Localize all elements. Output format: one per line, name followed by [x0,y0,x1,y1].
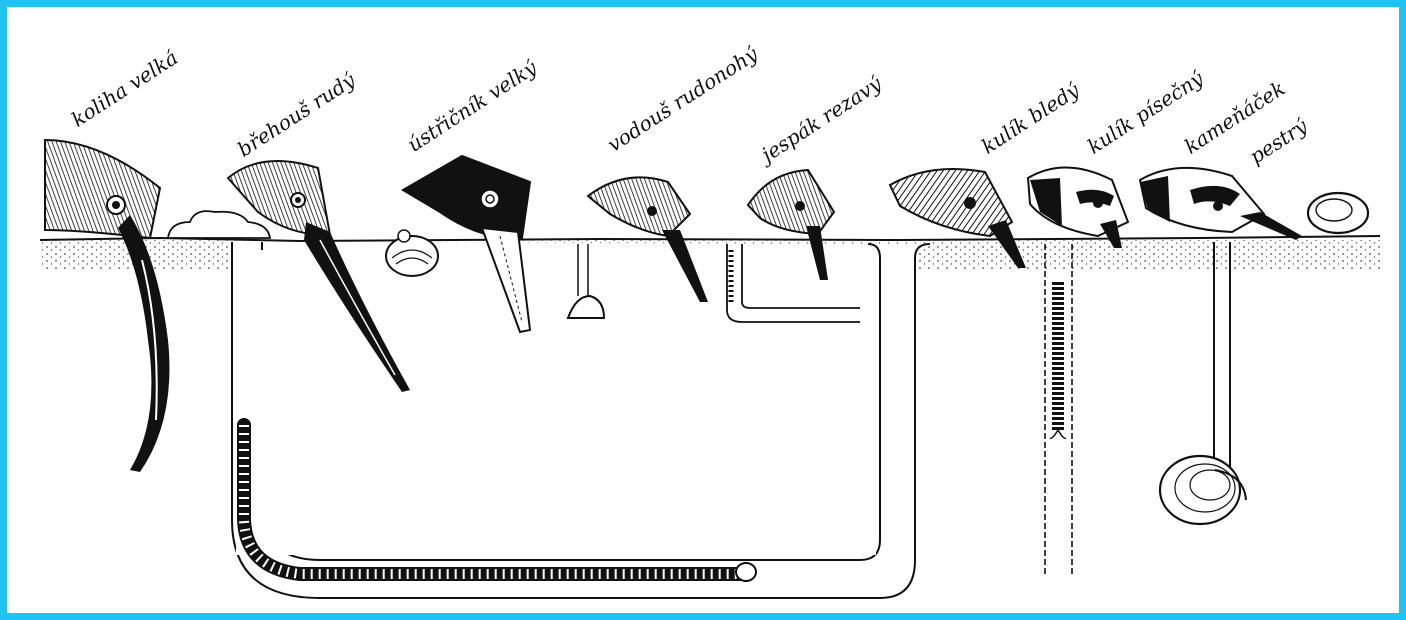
lugworm-burrow [232,242,930,598]
buried-clam [1160,242,1246,524]
ringed-plover-head [1028,167,1128,248]
cockle-shell [386,230,438,276]
vertical-burrow [1045,244,1072,575]
illustration-frame: koliha velká břehouš rudý ústřičník velk… [7,7,1399,613]
surface-snail [1308,193,1368,233]
curlew-head [45,140,169,472]
turnstone-head [1140,168,1302,240]
worm-cast [168,211,270,238]
